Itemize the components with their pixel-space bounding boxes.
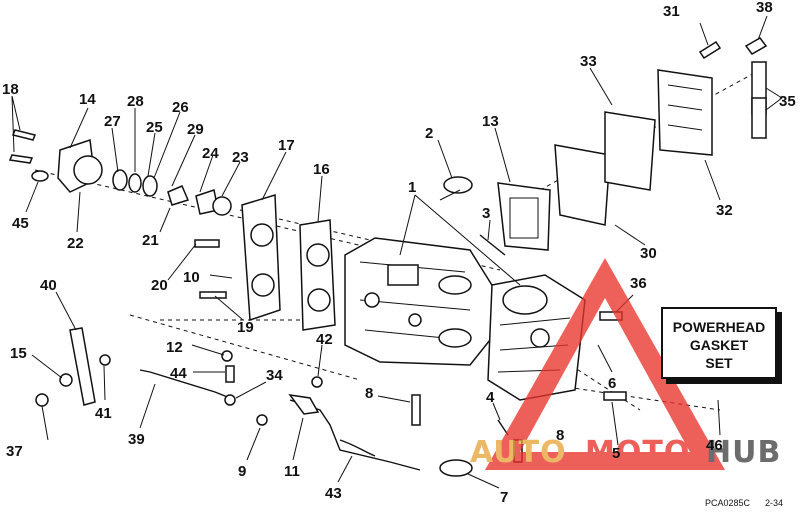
callout-number: 42 xyxy=(316,331,333,348)
callout-number: 22 xyxy=(67,235,84,252)
callout-number: 9 xyxy=(238,463,246,480)
callout-number: 45 xyxy=(12,215,29,232)
callout-number: 43 xyxy=(325,485,342,502)
page-ref: 2-34 xyxy=(765,498,783,508)
callout-number: 4 xyxy=(486,389,495,406)
gasket-box-line1: POWERHEAD xyxy=(673,319,766,335)
callout-number: 15 xyxy=(10,345,27,362)
callout-number: 19 xyxy=(237,319,254,336)
cover-plates xyxy=(497,69,713,251)
cylinder-block xyxy=(344,237,496,366)
callout-number: 25 xyxy=(146,119,163,136)
callout-number: 17 xyxy=(278,137,295,154)
callout-number: 11 xyxy=(284,463,300,480)
callout-number: 40 xyxy=(40,277,57,294)
callout-number: 8 xyxy=(556,427,564,444)
callout-number: 14 xyxy=(79,91,96,108)
callout-number: 1 xyxy=(408,179,416,196)
callout-number: 13 xyxy=(482,113,499,130)
callout-number: 31 xyxy=(663,3,680,20)
gasket-box-line3: SET xyxy=(705,355,733,371)
callout-number: 3 xyxy=(482,205,490,222)
callout-number: 8 xyxy=(365,385,373,402)
callout-number: 26 xyxy=(172,99,189,116)
throttle-linkage xyxy=(59,327,421,471)
callout-number: 44 xyxy=(170,365,187,382)
callout-number: 2 xyxy=(425,125,433,142)
callout-number: 30 xyxy=(640,245,657,262)
callout-number: 27 xyxy=(104,113,121,130)
callout-number: 41 xyxy=(95,405,112,422)
callout-number: 34 xyxy=(266,367,283,384)
callout-number: 16 xyxy=(313,161,330,178)
watermark-triangle xyxy=(485,258,725,470)
reference-code: PCA0285C xyxy=(705,498,751,508)
callout-number: 21 xyxy=(142,232,159,249)
thermostat-parts xyxy=(31,138,232,216)
callout-number: 29 xyxy=(187,121,204,138)
callout-number: 18 xyxy=(2,81,19,98)
callout-number: 6 xyxy=(608,375,616,392)
callout-number: 5 xyxy=(612,445,620,462)
leader-lines xyxy=(11,15,783,489)
callout-number: 24 xyxy=(202,145,219,162)
callout-number: 35 xyxy=(779,93,796,110)
callout-number: 32 xyxy=(716,202,733,219)
watermark-text-auto: AUTO xyxy=(470,435,567,470)
callout-number: 23 xyxy=(232,149,249,166)
callout-number: 46 xyxy=(706,437,723,454)
callout-number: 33 xyxy=(580,53,597,70)
watermark-text-moto: MOTO xyxy=(585,435,690,470)
gasket-set-box: POWERHEAD GASKET SET xyxy=(661,307,782,384)
callout-number: 7 xyxy=(500,489,508,506)
callout-number: 38 xyxy=(756,0,773,16)
callout-number: 28 xyxy=(127,93,144,110)
callout-number: 37 xyxy=(6,443,23,460)
watermark-text-hub: HUB xyxy=(706,435,781,470)
callout-number: 36 xyxy=(630,275,647,292)
callout-number: 10 xyxy=(183,269,200,286)
callout-number: 39 xyxy=(128,431,145,448)
callout-number: 20 xyxy=(151,277,168,294)
cylinder-head xyxy=(241,194,336,331)
gasket-box-line2: GASKET xyxy=(690,337,749,353)
watermark-logo: AUTO MOTO HUB xyxy=(470,258,781,470)
callout-number: 12 xyxy=(166,339,183,356)
